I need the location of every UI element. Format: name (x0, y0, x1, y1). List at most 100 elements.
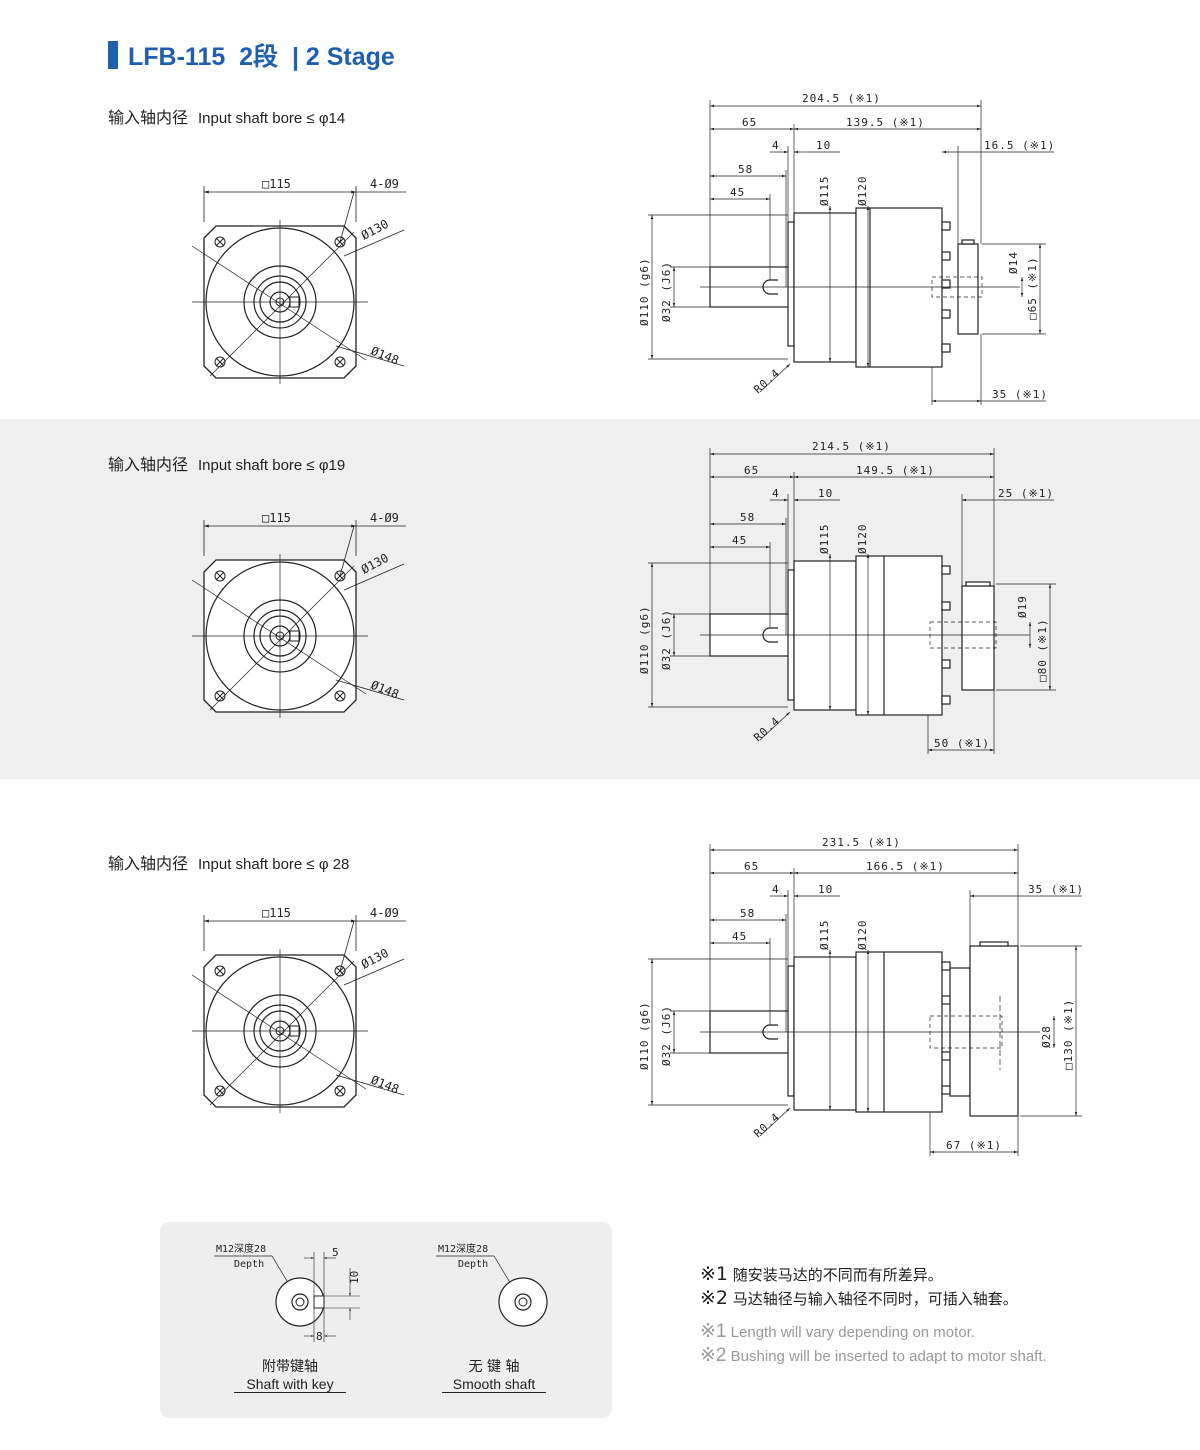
dim-adapter: □130 (※1) (1062, 999, 1075, 1070)
dim-110: Ø110 (g6) (638, 257, 651, 326)
title-accent-bar (108, 41, 118, 69)
side-view-3: 231.5 (※1) 65 166.5 (※1) 4 10 58 45 Ø115… (638, 836, 1084, 1156)
dim-32: Ø32 (J6) (660, 1005, 673, 1066)
dim-10: 10 (816, 139, 831, 152)
front-view-3: □115 4-Ø9 Ø130 Ø148 (192, 906, 406, 1113)
dim-45: 45 (732, 930, 747, 943)
dim-flange-ext: 25 (※1) (998, 487, 1054, 500)
dim-45: 45 (732, 534, 747, 547)
note-text: 随安装马达的不同而有所差异。 (732, 1266, 943, 1284)
dim-115: Ø115 (818, 920, 831, 951)
dim-58: 58 (738, 163, 753, 176)
note-mark: ※1 (700, 1321, 727, 1342)
dim-10: 10 (818, 487, 833, 500)
front-dim-pcd: Ø130 (359, 217, 391, 243)
dim-motor: 139.5 (※1) (846, 116, 925, 129)
front-dim-square: □115 (262, 906, 291, 920)
dim-total: 204.5 (※1) (802, 92, 881, 105)
front-dim-holes: 4-Ø9 (370, 906, 399, 920)
dim-r: R0.4 (751, 366, 782, 396)
page-title-text: LFB-115 2段 | 2 Stage (128, 43, 395, 71)
note-text: Bushing will be inserted to adapt to mot… (730, 1348, 1047, 1365)
front-dim-pcd: Ø130 (359, 946, 391, 972)
front-view-2: □115 4-Ø9 Ø130 Ø148 (192, 511, 406, 718)
note-mark: ※2 (700, 1345, 727, 1366)
shaft-types-panel: M12深度28 Depth 5 10 (160, 1222, 612, 1418)
dim-motor: 149.5 (※1) (856, 464, 935, 477)
shaft-types-drawing: M12深度28 Depth 5 10 (214, 1242, 548, 1343)
notes: ※1 随安装马达的不同而有所差异。 ※2 马达轴径与输入轴径不同时，可插入轴套。… (700, 1262, 1047, 1368)
dim-total: 214.5 (※1) (812, 440, 891, 453)
bore-label-1: 输入轴内径 Input shaft bore ≤ φ14 (108, 104, 345, 128)
front-dim-square: □115 (262, 511, 291, 525)
dim-10: 10 (818, 883, 833, 896)
front-dim-holes: 4-Ø9 (370, 177, 399, 191)
dim-r: R0.4 (751, 1110, 782, 1140)
dim-4: 4 (772, 883, 780, 896)
bore-label-zh: 输入轴内径 (108, 108, 189, 127)
keyed-depth-label: Depth (234, 1259, 264, 1270)
smooth-shaft-label-zh: 无 键 轴 (468, 1359, 520, 1375)
front-dim-pcd: Ø130 (359, 551, 391, 577)
dim-adapter: □65 (※1) (1026, 256, 1039, 320)
dim-bore: Ø28 (1040, 1025, 1053, 1048)
note-en-2: ※2 Bushing will be inserted to adapt to … (700, 1344, 1047, 1368)
dim-motor: 166.5 (※1) (866, 860, 945, 873)
dim-bottom: 50 (※1) (934, 737, 990, 750)
dim-58: 58 (740, 907, 755, 920)
smooth-thread-label: M12深度28 (438, 1242, 488, 1255)
bore-label-en: Input shaft bore ≤ φ14 (198, 110, 346, 127)
dim-bottom: 67 (※1) (946, 1139, 1002, 1152)
keyed-shaft-label-en: Shaft with key (234, 1376, 346, 1393)
drawings: □115 4-Ø9 Ø130 Ø148 □115 4-Ø9 Ø130 Ø148 … (0, 92, 1084, 1156)
keyed-shaft-diagram: M12深度28 Depth 5 10 (214, 1242, 361, 1343)
note-mark: ※2 (700, 1287, 729, 1309)
keyed-dim-10: 10 (348, 1271, 361, 1284)
page-title: LFB-115 2段 | 2 Stage (108, 40, 395, 71)
dim-110: Ø110 (g6) (638, 1001, 651, 1070)
dim-4: 4 (772, 487, 780, 500)
note-zh-2: ※2 马达轴径与输入轴径不同时，可插入轴套。 (700, 1286, 1047, 1310)
dim-4: 4 (772, 139, 780, 152)
dim-32: Ø32 (J6) (660, 609, 673, 670)
dim-58: 58 (740, 511, 755, 524)
smooth-depth-label: Depth (458, 1259, 488, 1270)
dim-110: Ø110 (g6) (638, 605, 651, 674)
dim-120: Ø120 (856, 524, 869, 555)
dim-total: 231.5 (※1) (822, 836, 901, 849)
note-en-1: ※1 Length will vary depending on motor. (700, 1320, 1047, 1344)
dim-120: Ø120 (856, 920, 869, 951)
bore-label-zh: 输入轴内径 (108, 854, 189, 873)
dim-115: Ø115 (818, 176, 831, 207)
front-view-1: □115 4-Ø9 Ø130 Ø148 (192, 177, 406, 384)
dim-65: 65 (742, 116, 757, 129)
dim-flange-ext: 35 (※1) (1028, 883, 1084, 896)
note-text: 马达轴径与输入轴径不同时，可插入轴套。 (732, 1290, 1018, 1308)
smooth-shaft-diagram: M12深度28 Depth (436, 1242, 548, 1327)
keyed-thread-label: M12深度28 (216, 1242, 266, 1255)
front-dim-outer: Ø148 (369, 1073, 401, 1097)
front-dim-square: □115 (262, 177, 291, 191)
smooth-shaft-label-en: Smooth shaft (442, 1376, 546, 1393)
note-zh-1: ※1 随安装马达的不同而有所差异。 (700, 1262, 1047, 1286)
dim-bottom: 35 (※1) (992, 388, 1048, 401)
note-text: Length will vary depending on motor. (730, 1324, 975, 1341)
dim-bore: Ø19 (1016, 595, 1029, 618)
dim-r: R0.4 (751, 714, 782, 744)
section-2-background (0, 419, 1200, 779)
dim-65: 65 (744, 464, 759, 477)
side-view-2: 214.5 (※1) 65 149.5 (※1) 4 10 58 45 Ø115… (638, 440, 1056, 754)
keyed-dim-5: 5 (332, 1246, 339, 1259)
side-view-1: 204.5 (※1) 65 139.5 (※1) 4 10 58 45 Ø115… (638, 92, 1055, 405)
dim-120: Ø120 (856, 176, 869, 207)
dim-32: Ø32 (J6) (660, 261, 673, 322)
dim-adapter: □80 (※1) (1036, 618, 1049, 682)
note-mark: ※1 (700, 1263, 729, 1285)
front-dim-outer: Ø148 (369, 678, 401, 702)
dim-bore: Ø14 (1007, 251, 1020, 274)
dim-flange-ext: 16.5 (※1) (984, 139, 1055, 152)
dim-115: Ø115 (818, 524, 831, 555)
keyed-dim-8: 8 (316, 1330, 323, 1343)
